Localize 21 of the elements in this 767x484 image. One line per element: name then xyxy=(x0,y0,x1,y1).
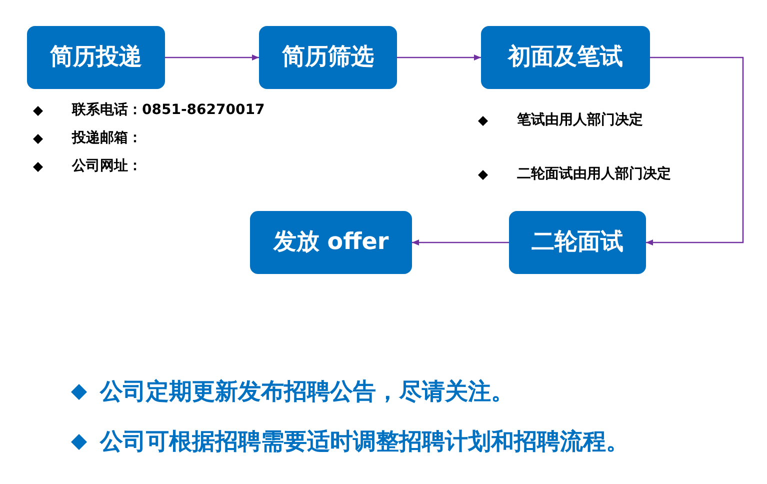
arrow xyxy=(646,56,744,246)
note-text: 公司网址： xyxy=(72,157,142,176)
note-text: 联系电话：0851-86270017 xyxy=(72,101,265,120)
note-text: 公司定期更新发布招聘公告，尽请关注。 xyxy=(100,378,514,407)
process-box xyxy=(27,26,165,89)
process-box xyxy=(481,26,650,89)
process-box xyxy=(259,26,397,89)
process-box xyxy=(250,211,412,274)
note-text: 投递邮箱： xyxy=(72,129,142,148)
arrow xyxy=(397,54,481,60)
box-label: 二轮面试 xyxy=(532,228,624,258)
process-box xyxy=(509,211,646,274)
box-label: 初面及笔试 xyxy=(508,43,623,72)
note-text: 公司可根据招聘需要适时调整招聘计划和招聘流程。 xyxy=(100,428,629,457)
arrow xyxy=(165,54,259,60)
box-label: 简历投递 xyxy=(50,43,142,72)
box-label: 简历筛选 xyxy=(282,43,374,72)
note-text: 笔试由用人部门决定 xyxy=(517,110,643,130)
box-label: 发放 offer xyxy=(273,228,389,258)
arrow xyxy=(412,240,509,246)
note-text: 二轮面试由用人部门决定 xyxy=(517,164,671,184)
